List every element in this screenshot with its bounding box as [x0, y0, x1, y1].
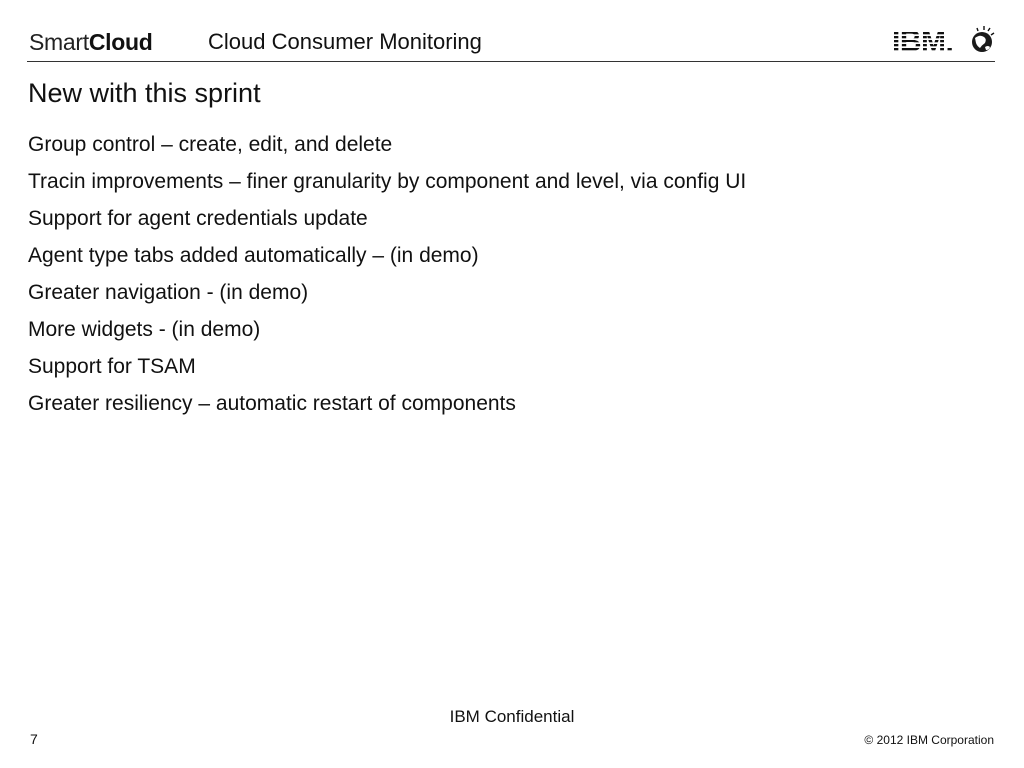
list-item: More widgets - (in demo) [28, 318, 261, 341]
page-number: 7 [30, 731, 38, 747]
ibm-logo-icon: IBM. [892, 25, 995, 58]
list-item: Group control – create, edit, and delete [28, 133, 393, 156]
app-title: Cloud Consumer Monitoring [208, 29, 482, 54]
list-item: Support for agent credentials update [28, 207, 368, 230]
confidentiality-text: IBM Confidential [449, 707, 575, 726]
copyright-notice: © 2012 IBM Corporation [864, 733, 994, 747]
header-divider [27, 61, 995, 62]
list-item: Support for TSAM [28, 355, 196, 378]
slide-title: New with this sprint [28, 78, 261, 108]
confidentiality-notice: IBM Confidential [0, 706, 1024, 728]
list-item: Greater navigation - (in demo) [28, 281, 309, 304]
list-item: Tracin improvements – finer granularity … [28, 170, 747, 193]
logo-smart-text: Smart [29, 29, 89, 55]
bullet-list: Group control – create, edit, and delete… [28, 126, 746, 422]
list-item: Greater resiliency – automatic restart o… [28, 392, 516, 415]
logo-cloud-text: Cloud [88, 29, 153, 55]
list-item: Agent type tabs added automatically – (i… [28, 244, 479, 267]
globe-icon [972, 26, 995, 52]
ibm-logo-text: IBM. [892, 25, 953, 58]
